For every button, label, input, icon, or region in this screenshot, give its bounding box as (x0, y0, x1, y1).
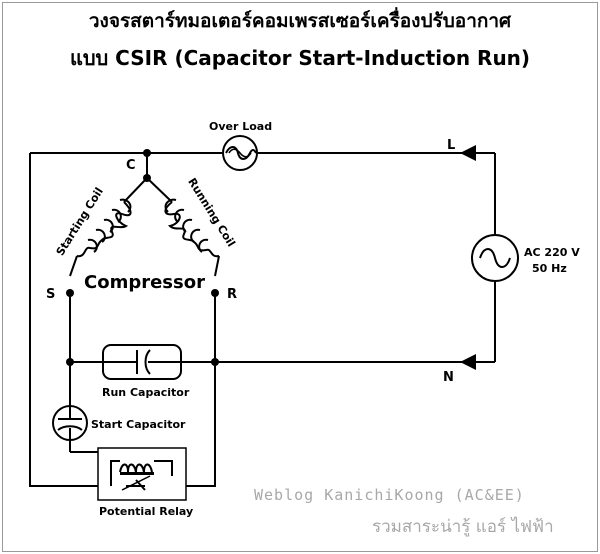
terminal-s-label: S (46, 287, 56, 302)
compressor-label: Compressor (84, 272, 205, 293)
node-c-split (143, 174, 151, 182)
potential-relay-icon (97, 447, 187, 501)
node-s-terminal (66, 289, 74, 297)
watermark-line-2: รวมสาระน่ารู้ แอร์ ไฟฟ้า (372, 517, 554, 537)
ac-voltage-label: AC 220 V (524, 246, 580, 259)
potential-relay-label: Potential Relay (99, 505, 194, 518)
terminal-c-label: C (126, 158, 136, 173)
title-line-1: วงจรสตาร์ทมอเตอร์คอมเพรสเซอร์เครื่องปรับ… (88, 10, 512, 32)
wire-c-right (146, 177, 173, 203)
overload-icon (222, 135, 258, 171)
overload-label: Over Load (209, 120, 273, 133)
watermark-line-1: Weblog KanichiKoong (AC&EE) (254, 486, 525, 504)
node-r-runcap (211, 358, 219, 366)
running-coil-icon (164, 198, 220, 258)
ac-source-icon (471, 234, 519, 282)
wire-start-coil (69, 255, 78, 277)
title-line-2: แบบ CSIR (Capacitor Start-Induction Run) (69, 46, 531, 70)
run-capacitor-icon (102, 344, 182, 380)
node-r-terminal (211, 289, 219, 297)
node-c (143, 149, 151, 157)
start-capacitor-icon (52, 405, 88, 441)
line-n-label: N (443, 370, 454, 385)
wire-c-left (123, 177, 148, 203)
start-capacitor-label: Start Capacitor (91, 418, 186, 431)
terminal-r-label: R (227, 287, 238, 302)
node-s-runcap (66, 358, 74, 366)
line-l-arrow-icon (460, 145, 476, 161)
line-l-label: L (447, 138, 456, 153)
wire-run-coil (214, 255, 220, 277)
wire-left-outer (29, 153, 98, 487)
line-n-arrow-icon (460, 354, 476, 370)
run-capacitor-label: Run Capacitor (102, 386, 190, 399)
starting-coil-icon (76, 198, 132, 258)
ac-frequency-label: 50 Hz (532, 262, 567, 275)
